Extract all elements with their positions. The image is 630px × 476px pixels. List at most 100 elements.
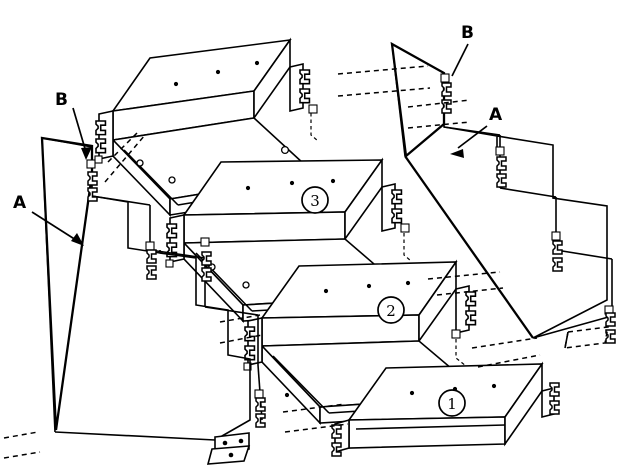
anchor-hole xyxy=(238,438,244,444)
unit2-left-locating-tab xyxy=(243,362,252,371)
alignment-line xyxy=(3,431,39,439)
callout-a-right: A xyxy=(450,105,503,158)
unit3-hidden-flange xyxy=(403,233,412,262)
alignment-line xyxy=(337,87,431,97)
alignment-line xyxy=(104,134,146,183)
alignment-line xyxy=(471,337,538,349)
fastener-hole xyxy=(168,176,176,184)
right-stringer-locating-slot xyxy=(495,146,505,156)
hook-slot-B xyxy=(87,187,98,202)
step-number-1-circle xyxy=(438,389,466,417)
callout-b-left-label: B xyxy=(55,90,68,110)
right-stringer-tread-edge-3 xyxy=(443,126,501,136)
rivet-dot xyxy=(366,283,372,289)
right-stringer-locating-slot xyxy=(551,231,561,241)
hook-slot-B xyxy=(87,171,98,186)
step-number-2-label: 2 xyxy=(386,302,396,320)
hook-slot-B xyxy=(441,82,452,97)
step-number-3-label: 3 xyxy=(310,192,320,210)
callout-b-right: B xyxy=(451,23,474,77)
hook-tab-B xyxy=(465,291,477,307)
rivet-dot xyxy=(330,178,336,184)
rivet-dot xyxy=(173,81,179,87)
alignment-line xyxy=(337,65,429,75)
rivet-dot xyxy=(405,280,411,286)
hook-tab-B xyxy=(549,382,560,397)
right-stringer-panel xyxy=(390,41,616,349)
left-stringer-locating-slot xyxy=(254,389,264,399)
left-panel-bottom-edge xyxy=(54,431,216,441)
unit4-left-locating-tab xyxy=(94,155,103,164)
alignment-line xyxy=(219,334,263,344)
alignment-line xyxy=(284,423,349,433)
left-stringer-step-profile xyxy=(91,147,251,441)
left-stringer-outer-panel xyxy=(40,136,94,431)
right-panel-diagonal-edge xyxy=(404,155,534,339)
rivet-dot xyxy=(215,69,221,75)
unit3-left-locating-tab xyxy=(165,259,174,268)
step-number-3-circle xyxy=(301,186,329,214)
hook-tab-B xyxy=(299,69,311,85)
hook-slot-B xyxy=(146,249,157,264)
hook-slot-B xyxy=(605,312,616,327)
left-stringer-tread-edge-2 xyxy=(204,306,259,316)
alignment-line xyxy=(282,403,346,413)
right-stringer-tread-edge-2 xyxy=(499,187,557,198)
alignment-line xyxy=(219,314,261,323)
hook-tab-B xyxy=(299,88,311,104)
unit4-right-locating-tab xyxy=(308,104,318,114)
step-number-2-circle xyxy=(377,296,405,324)
assembly-alignment-lines xyxy=(3,65,541,459)
right-foot-plate-edge xyxy=(564,331,569,349)
right-panel-top-edge xyxy=(391,43,445,74)
callout-a-right-leader xyxy=(457,125,488,149)
unit4-hidden-flange xyxy=(310,113,319,142)
callout-a-right-label: A xyxy=(489,105,503,125)
left-stringer-tread-edge-3 xyxy=(149,249,206,259)
left-panel-left-edge xyxy=(41,137,56,433)
hook-tab-B xyxy=(391,208,403,224)
unit2-right-locating-tab xyxy=(451,329,461,339)
hook-tab-B xyxy=(549,400,560,415)
hook-slot-B xyxy=(255,413,266,428)
hook-slot-B xyxy=(146,265,157,280)
alignment-line xyxy=(477,354,541,368)
step-number-3: 3 xyxy=(301,186,329,214)
hook-slot-B xyxy=(496,156,507,171)
right-stringer-locating-slot xyxy=(440,73,450,83)
hook-slot-B xyxy=(552,240,563,255)
right-stringer-bottom-edge xyxy=(532,315,613,339)
rivet-dot xyxy=(245,185,251,191)
step-number-1-label: 1 xyxy=(447,395,457,413)
callout-a-left-label: A xyxy=(13,193,27,213)
unit2-hidden-flange xyxy=(455,339,467,367)
alignment-line xyxy=(436,287,504,296)
right-foot-plate-hidden xyxy=(564,326,609,349)
callout-a-left-arrowhead xyxy=(71,233,84,246)
step-number-2: 2 xyxy=(377,296,405,324)
callout-b-right-label: B xyxy=(461,23,474,43)
step-number-1: 1 xyxy=(438,389,466,417)
left-foot-plate-flange xyxy=(206,445,251,465)
unit3-right-locating-tab xyxy=(400,223,410,233)
rivet-dot xyxy=(491,383,497,389)
anchor-hole xyxy=(222,440,228,446)
alignment-line xyxy=(407,121,471,129)
step-number-callouts: 1 2 3 xyxy=(301,186,466,417)
hook-slot-B xyxy=(496,173,507,188)
right-panel-left-edge xyxy=(391,43,406,157)
rivet-dot xyxy=(284,392,290,398)
unit1-riser-fold-line xyxy=(355,424,506,430)
callout-a-left: A xyxy=(13,193,84,246)
callout-b-left: B xyxy=(55,90,92,160)
left-stringer-locating-slot xyxy=(145,241,155,251)
callout-a-left-leader xyxy=(31,211,77,241)
left-stringer-panel xyxy=(40,136,266,465)
rivet-dot xyxy=(409,390,415,396)
rivet-dot xyxy=(254,60,260,66)
left-stringer-tread-edge-4 xyxy=(91,195,151,206)
callout-b-left-arrowhead xyxy=(81,147,92,160)
left-stringer-locating-slot xyxy=(200,237,210,247)
